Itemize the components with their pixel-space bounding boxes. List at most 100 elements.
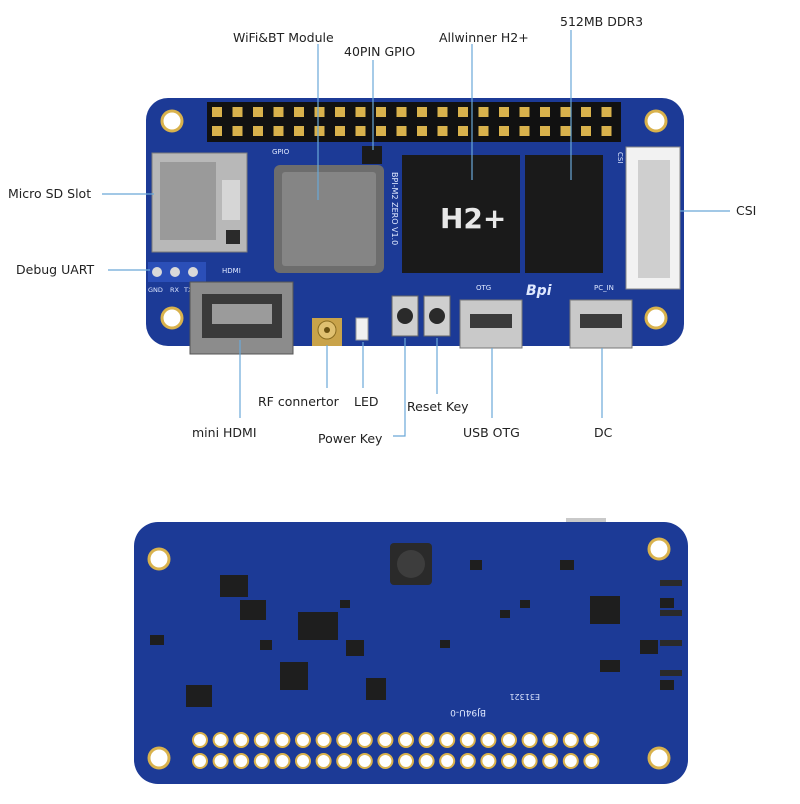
gpio-pad xyxy=(418,732,435,748)
smd-component xyxy=(240,600,266,620)
gpio-pad xyxy=(315,732,332,748)
gpio-pad xyxy=(459,732,476,748)
gpio-pad xyxy=(356,732,373,748)
gpio-pin xyxy=(601,126,612,136)
csi-connector xyxy=(625,146,681,290)
gpio-pin xyxy=(417,107,427,117)
label-debug-uart: Debug UART xyxy=(16,262,95,277)
gpio-pad xyxy=(377,732,394,748)
power-inductor xyxy=(390,543,432,585)
silk-gnd: GND xyxy=(148,286,163,294)
gpio-pad xyxy=(212,732,229,748)
wifi-bt-module xyxy=(274,165,384,273)
smd-component xyxy=(600,660,620,672)
silk-gpio: GPIO xyxy=(272,148,290,156)
gpio-header xyxy=(207,102,621,142)
smd-component xyxy=(660,598,674,608)
gpio-pin xyxy=(519,126,530,136)
gpio-pad xyxy=(398,753,414,769)
smd-component xyxy=(186,685,212,707)
gpio-ic xyxy=(362,146,382,164)
gpio-pads-back xyxy=(192,732,600,769)
label-allwinner-h2: Allwinner H2+ xyxy=(439,30,529,45)
gpio-pad xyxy=(501,753,517,769)
gpio-pin xyxy=(478,126,489,136)
smd-component xyxy=(366,678,386,700)
gpio-pad xyxy=(398,732,414,748)
smd-component xyxy=(470,560,482,570)
label-micro-sd-slot: Micro SD Slot xyxy=(8,186,92,201)
gpio-pin xyxy=(212,126,222,136)
smd-component xyxy=(340,600,350,608)
gpio-pin xyxy=(314,126,325,136)
gpio-pin xyxy=(560,107,571,117)
gpio-pin xyxy=(458,126,468,136)
gpio-pin xyxy=(417,126,427,136)
allwinner-h2-soc: H2+ xyxy=(402,155,520,273)
gpio-pad xyxy=(542,732,559,748)
gpio-pad xyxy=(521,732,538,748)
gpio-pad xyxy=(459,753,476,769)
gpio-pad xyxy=(501,732,517,748)
silk-back-model: BJ94U-0 xyxy=(450,707,486,717)
label-mini-hdmi: mini HDMI xyxy=(192,425,257,440)
gpio-pad xyxy=(480,732,497,748)
smd-component xyxy=(660,610,682,616)
gpio-pad xyxy=(336,753,353,769)
gpio-pad xyxy=(583,753,600,769)
smd-component xyxy=(640,640,658,654)
back-components xyxy=(150,560,682,707)
label-rf-connector: RF connertor xyxy=(258,394,339,409)
gpio-pin xyxy=(273,107,284,117)
gpio-pin xyxy=(253,107,263,117)
gpio-pad xyxy=(274,732,291,748)
gpio-pin xyxy=(232,107,243,117)
gpio-pad xyxy=(418,753,435,769)
gpio-pin xyxy=(314,107,325,117)
gpio-pad xyxy=(562,732,579,748)
gpio-pin xyxy=(355,126,366,136)
usb-otg-port xyxy=(459,299,523,349)
ddr3-ram-chip xyxy=(525,155,603,273)
soc-mark: H2+ xyxy=(440,202,506,235)
gpio-pin xyxy=(253,126,263,136)
smd-component xyxy=(280,662,308,690)
gpio-pad xyxy=(253,753,270,769)
gpio-pin xyxy=(376,126,386,136)
gpio-pin xyxy=(540,126,550,136)
silk-csi: CSI xyxy=(616,152,624,163)
gpio-pad xyxy=(356,753,373,769)
dc-power-port xyxy=(569,299,633,349)
smd-component xyxy=(150,635,164,645)
gpio-pin xyxy=(519,107,530,117)
gpio-header-body xyxy=(207,102,621,142)
gpio-pad xyxy=(274,753,291,769)
smd-component xyxy=(660,640,682,646)
gpio-pad xyxy=(295,732,311,748)
label-led: LED xyxy=(354,394,379,409)
smd-component xyxy=(660,670,682,676)
gpio-pad xyxy=(253,732,270,748)
gpio-pad xyxy=(295,753,311,769)
rf-connector xyxy=(312,318,342,346)
label-ddr3: 512MB DDR3 xyxy=(560,14,644,29)
gpio-pad xyxy=(542,753,559,769)
label-reset-key: Reset Key xyxy=(407,399,469,414)
pcb-back xyxy=(134,522,688,784)
label-dc: DC xyxy=(594,425,613,440)
silk-tx: TX xyxy=(183,286,193,294)
bpi-logo: Bpi xyxy=(526,283,552,299)
smd-component xyxy=(260,640,272,650)
smd-component xyxy=(520,600,530,608)
gpio-pin xyxy=(396,126,407,136)
gpio-pin xyxy=(499,107,509,117)
gpio-pin xyxy=(232,126,243,136)
smd-component xyxy=(346,640,364,656)
silk-board-name: BPI-M2 ZERO V1.0 xyxy=(390,172,399,245)
gpio-pad xyxy=(480,753,497,769)
smd-component xyxy=(590,596,620,624)
gpio-pad xyxy=(562,753,579,769)
gpio-pin xyxy=(499,126,509,136)
gpio-pin xyxy=(601,107,612,117)
